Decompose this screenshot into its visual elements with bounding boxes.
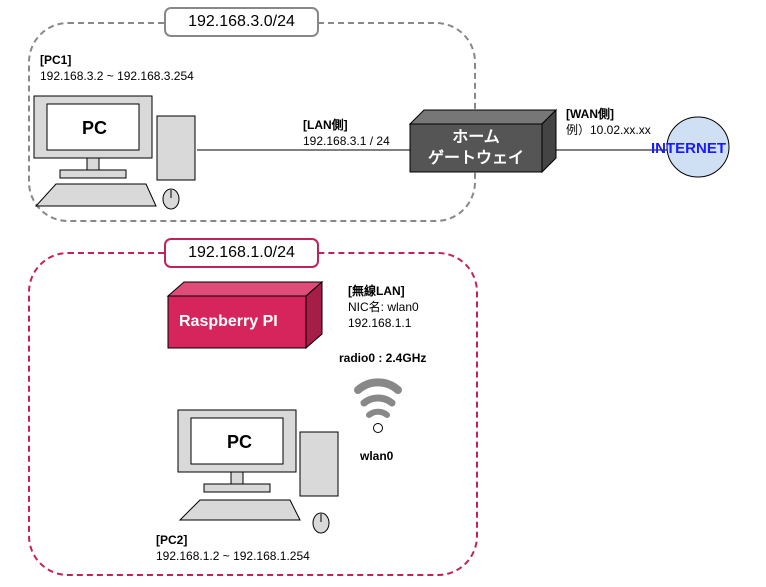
radio-label: radio0 : 2.4GHz	[339, 351, 427, 365]
lan-subnet-label: 192.168.3.0/24	[164, 7, 319, 37]
internet-cloud	[666, 116, 730, 178]
wifi-icon	[354, 378, 402, 433]
pc1-range: 192.168.3.2 ~ 192.168.3.254	[40, 69, 194, 83]
pc1-title: [PC1]	[40, 53, 72, 67]
pc2-screen-label: PC	[227, 432, 253, 452]
gateway-label-line1: ホーム	[452, 129, 500, 146]
pc1-screen-label: PC	[82, 118, 108, 138]
wan-side-title: [WAN側]	[566, 107, 614, 121]
pc2-icon	[177, 409, 339, 534]
lan-side-title: [LAN側]	[303, 118, 348, 132]
lan-side-address: 192.168.3.1 / 24	[303, 134, 390, 148]
pc2-range: 192.168.1.2 ~ 192.168.1.254	[156, 549, 310, 563]
wlan-interface-label: wlan0	[360, 449, 394, 463]
wireless-title: [無線LAN]	[348, 284, 405, 298]
gateway-label: ホーム ゲートウェイ	[410, 127, 542, 169]
pc2-title: [PC2]	[156, 533, 188, 547]
raspberry-box	[166, 280, 324, 350]
gateway-box	[408, 108, 558, 174]
raspberry-label: Raspberry PI	[179, 313, 278, 330]
wan-side-example: 例）10.02.xx.xx	[566, 123, 651, 137]
wireless-nic: NIC名: wlan0	[348, 300, 419, 314]
gateway-label-line2: ゲートウェイ	[427, 150, 524, 167]
wireless-address: 192.168.1.1	[348, 316, 412, 330]
wlan-subnet-label: 192.168.1.0/24	[164, 238, 319, 268]
pc1-icon	[33, 95, 196, 210]
internet-label: INTERNET	[651, 140, 726, 157]
